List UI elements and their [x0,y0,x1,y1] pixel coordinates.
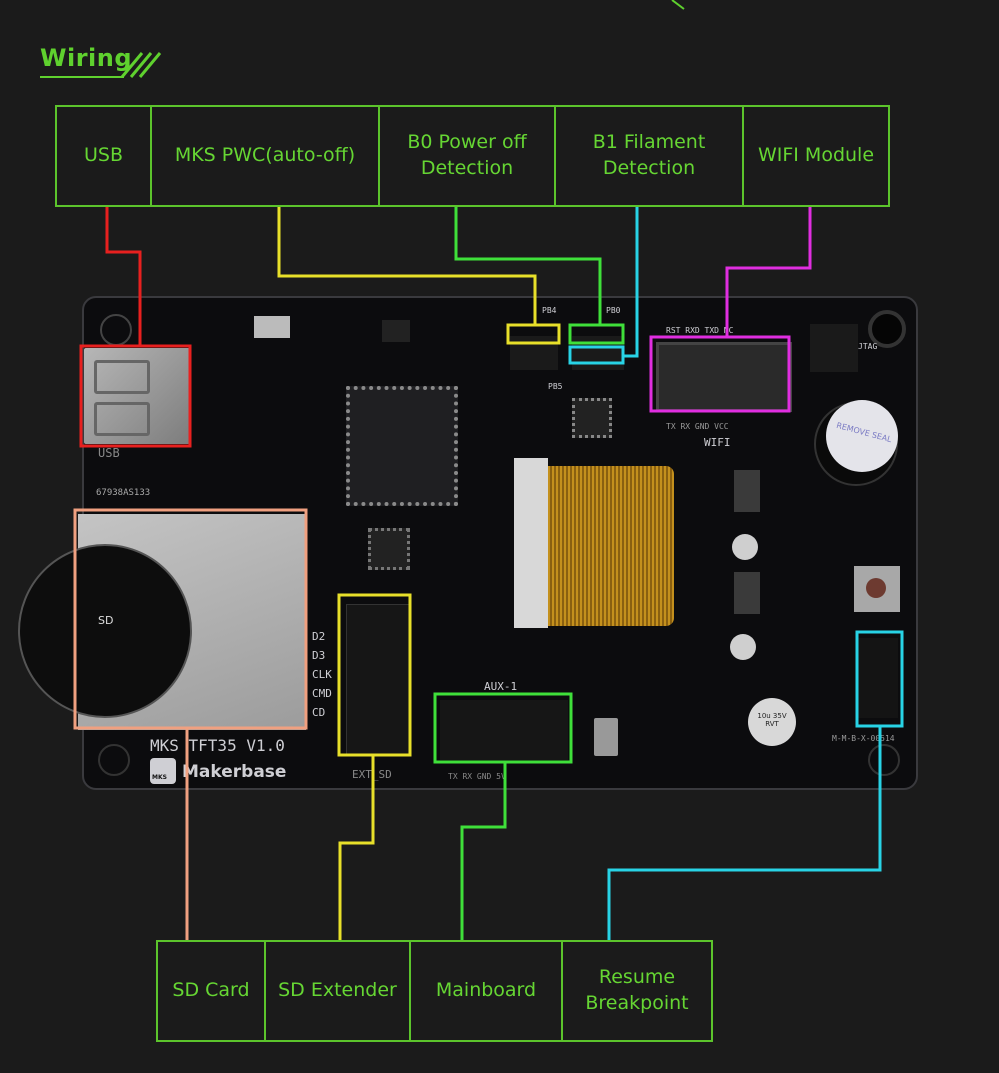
cap-c3-text: 10u 35V RVT [757,712,787,728]
aux1-header [440,700,568,760]
label-filament-detection: B1 Filament Detection [556,107,744,205]
wire-sd-extender [338,755,375,940]
ext-sd-header [346,604,410,756]
silk-pb0: PB0 [606,306,621,315]
highlight-pwc [506,323,561,345]
silk-serial: 67938AS133 [96,488,151,498]
regulator-vc2 [734,470,760,512]
wire-wifi [725,207,812,337]
highlight-filament [568,345,625,365]
silk-wifi-top: RST RXD TXD NC [666,326,734,335]
chip-d6 [382,320,410,342]
wire-pwc [277,207,537,325]
reset-button [854,566,900,612]
decorative-stroke [671,0,685,10]
label-mainboard: Mainboard [411,942,563,1040]
mounting-hole-tr [868,310,906,348]
resume-header [856,638,898,718]
chip-d7 [572,398,612,438]
wire-power-off [454,207,602,325]
mounting-hole-br [868,744,900,776]
silk-sd: SD [98,614,114,627]
regulator-vc1 [734,572,760,614]
wire-filament [623,207,639,358]
sd-card-slot: SD [18,514,306,730]
highlight-power-off [568,323,625,345]
silk-jtag: JTAG [858,342,878,351]
silk-wifi: WIFI [704,436,731,449]
board-brand: Makerbase [182,762,287,782]
mks-tft35-board: USB 67938AS133 SD EXT_SD D2 D3 CLK CMD C… [18,296,918,790]
silk-usb: USB [98,446,120,460]
buzzer: REMOVE SEAL [814,400,898,486]
silk-part-no: M-M-B-X-00514 [832,734,895,743]
label-wifi-module: WIFI Module [757,144,875,167]
mks-logo-icon [150,758,176,784]
fuse-f2 [594,718,618,756]
title-underline [40,76,124,78]
wire-resume [607,726,882,940]
label-sd-card: SD Card [158,942,266,1040]
usb-connector [84,348,190,444]
mcu-chip [346,386,458,506]
silk-pb4: PB4 [542,306,557,315]
chip-d10 [368,528,410,570]
silk-wifi-bottom: TX RX GND VCC [666,422,729,431]
capacitor-c1 [732,534,758,560]
highlight-usb [79,344,192,448]
board-model: MKS TFT35 V1.0 [150,736,285,755]
jtag-header [810,324,858,372]
mounting-hole-bl [98,744,130,776]
silk-aux1: AUX-1 [484,680,518,693]
label-usb: USB [57,107,152,205]
wire-mainboard [460,762,507,940]
highlight-sd-extender [337,593,412,757]
capacitor-c6 [730,634,756,660]
wire-usb [105,207,142,346]
sd-pin-labels: D2 D3 CLK CMD CD [312,630,332,719]
label-sd-extender: SD Extender [266,942,411,1040]
label-power-off-detection: B0 Power off Detection [380,107,556,205]
top-label-row: USB MKS PWC(auto-off) B0 Power off Detec… [55,105,890,207]
fpc-ribbon [548,466,674,626]
fuse-f3 [254,316,290,338]
capacitor-c3: 10u 35V RVT [748,698,796,746]
highlight-mainboard [433,692,573,764]
label-mks-pwc: MKS PWC(auto-off) [152,107,380,205]
silk-aux-pins: TX RX GND 5V [448,772,506,781]
label-resume-breakpoint: Resume Breakpoint [585,966,689,1014]
silk-pb5: PB5 [548,382,563,391]
mks-logo-text: MKS [152,774,167,781]
fpc-connector [514,458,548,628]
title-stripes-icon [120,52,162,78]
highlight-wifi [649,335,791,413]
highlight-resume [855,630,904,728]
bottom-label-row: SD Card SD Extender Mainboard Resume Bre… [156,940,713,1042]
section-title: Wiring [40,44,133,72]
highlight-sd-card [73,508,308,730]
